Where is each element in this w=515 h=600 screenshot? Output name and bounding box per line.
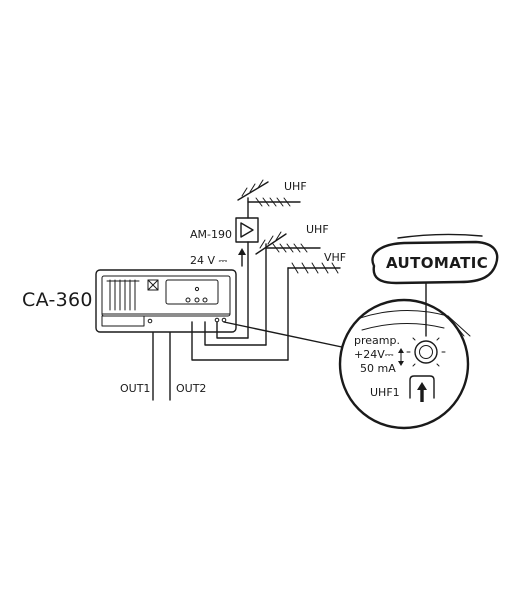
automatic-badge-text: AUTOMATIC <box>386 254 488 272</box>
preamp-text: preamp. <box>354 334 400 347</box>
automatic-knob <box>406 332 446 367</box>
output2-label: OUT2 <box>176 382 206 395</box>
uhf1-input-label: UHF1 <box>370 386 400 399</box>
sunburst-rays <box>406 332 446 367</box>
uhf1-input-connector <box>409 375 435 402</box>
output-connector <box>147 318 153 324</box>
preamplifier-am190 <box>235 217 259 243</box>
device-model-label: CA-360 <box>22 289 93 311</box>
preamplifier-model-label: AM-190 <box>190 228 232 241</box>
double-arrow-icon <box>398 348 404 366</box>
heatsink-fins <box>106 279 140 311</box>
vhf-label: VHF <box>324 251 346 264</box>
preamp-current-text: 50 mA <box>360 362 396 375</box>
uhf-middle-label: UHF <box>306 223 329 236</box>
coax-cables <box>152 321 357 401</box>
preamplifier-power-label: 24 V ⎓ <box>190 254 228 267</box>
output-connector <box>221 317 227 323</box>
vhf-antenna <box>287 262 341 274</box>
input-connector <box>202 297 208 303</box>
input-connector <box>194 297 200 303</box>
power-up-arrow <box>238 248 246 267</box>
uhf-antenna-top <box>237 179 301 207</box>
output1-label: OUT1 <box>120 382 150 395</box>
preamp-voltage-text: +24V⎓ <box>354 348 394 361</box>
automatic-badge: AUTOMATIC <box>371 233 499 285</box>
ca360-amplifier <box>95 269 237 333</box>
indicator-dot <box>194 286 200 292</box>
bowtie-icon <box>147 279 159 291</box>
input-connector <box>185 297 191 303</box>
uhf-top-label: UHF <box>284 180 307 193</box>
detail-zoom-circle <box>338 298 471 430</box>
output-connector <box>214 317 220 323</box>
uhf-antenna-middle <box>255 231 321 255</box>
antenna-masts <box>247 197 289 361</box>
